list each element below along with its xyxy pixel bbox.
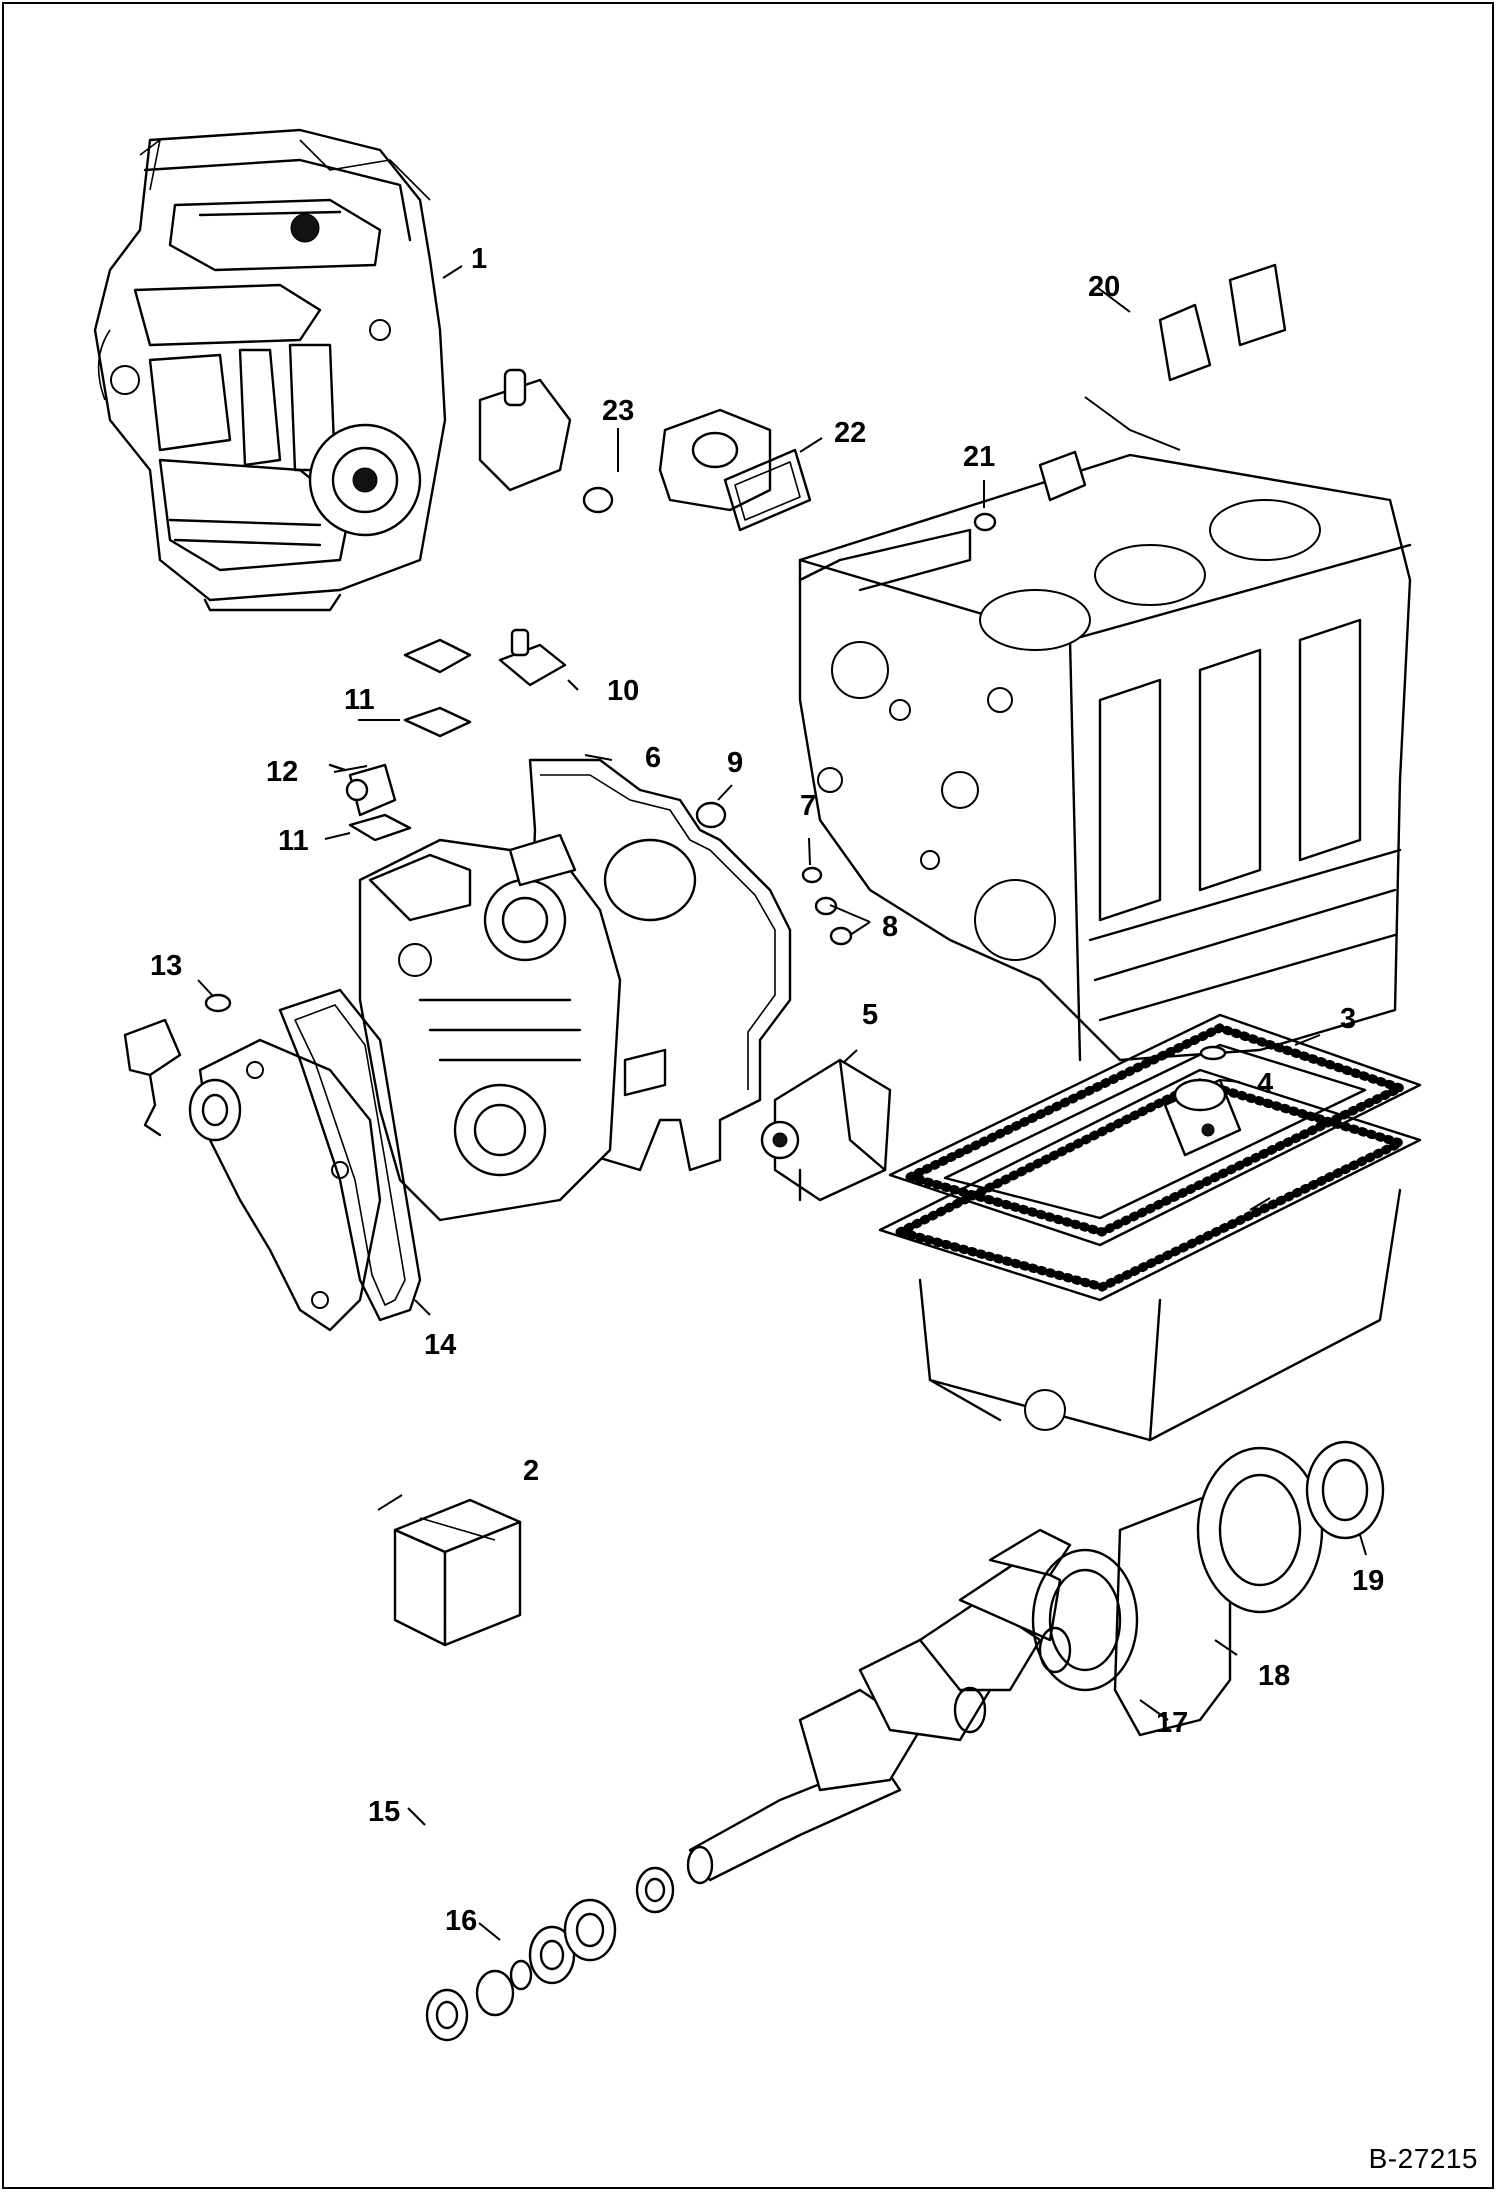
water-pump-illustration (188, 1038, 382, 1332)
callout-14: 14 (424, 1329, 456, 1361)
callout-4: 4 (1257, 1068, 1273, 1100)
callout-5: 5 (862, 999, 878, 1031)
oil-pan-gasket-illustration (888, 1013, 1422, 1247)
crankshaft-illustration (686, 1528, 1072, 1885)
callout-8: 8 (882, 911, 898, 943)
callout-3: 3 (1340, 1003, 1356, 1035)
temp-sender-illustration (123, 993, 232, 1137)
callout-21: 21 (963, 441, 995, 473)
callout-16: 16 (445, 1905, 477, 1937)
figure-reference-number: B-27215 (1368, 2143, 1478, 2174)
hydraulic-pump-illustration (760, 1058, 892, 1202)
cover-plate-illustration (348, 628, 567, 842)
callout-15: 15 (368, 1796, 400, 1828)
callout-1: 1 (471, 243, 487, 275)
callout-13: 13 (150, 950, 182, 982)
oil-pickup-illustration (1163, 1045, 1242, 1157)
front-crank-parts-illustration (425, 1866, 675, 2042)
thermostat-housing-illustration (478, 263, 1287, 532)
callout-17: 17 (1156, 1707, 1188, 1739)
callout-7: 7 (800, 790, 816, 822)
rear-crank-parts-illustration (1031, 1440, 1385, 1737)
engine-assembly-illustration (93, 128, 447, 612)
callout-19: 19 (1352, 1565, 1384, 1597)
callout-2: 2 (523, 1455, 539, 1487)
o-rings-illustration (695, 801, 853, 946)
speed-sensor-illustration (328, 763, 397, 817)
callout-9: 9 (727, 747, 743, 779)
callout-22: 22 (834, 417, 866, 449)
water-pump-gasket-illustration (278, 988, 422, 1322)
callout-12: 12 (266, 756, 298, 788)
gasket-kit-box-illustration (393, 1498, 522, 1647)
callout-20: 20 (1088, 271, 1120, 303)
cylinder-block-illustration (798, 453, 1412, 1062)
callout-18: 18 (1258, 1660, 1290, 1692)
callout-23: 23 (602, 395, 634, 427)
gear-case-illustration (358, 833, 667, 1222)
callout-labels: 1 2 3 4 5 6 7 8 9 10 11 11 12 13 14 15 1… (150, 243, 1384, 1937)
callout-6: 6 (645, 742, 661, 774)
leader-lines (197, 265, 1367, 1941)
callout-11-lower: 11 (278, 825, 309, 857)
callout-10: 10 (607, 675, 639, 707)
callout-11-upper: 11 (344, 684, 375, 716)
oil-pan-illustration (878, 1068, 1422, 1442)
